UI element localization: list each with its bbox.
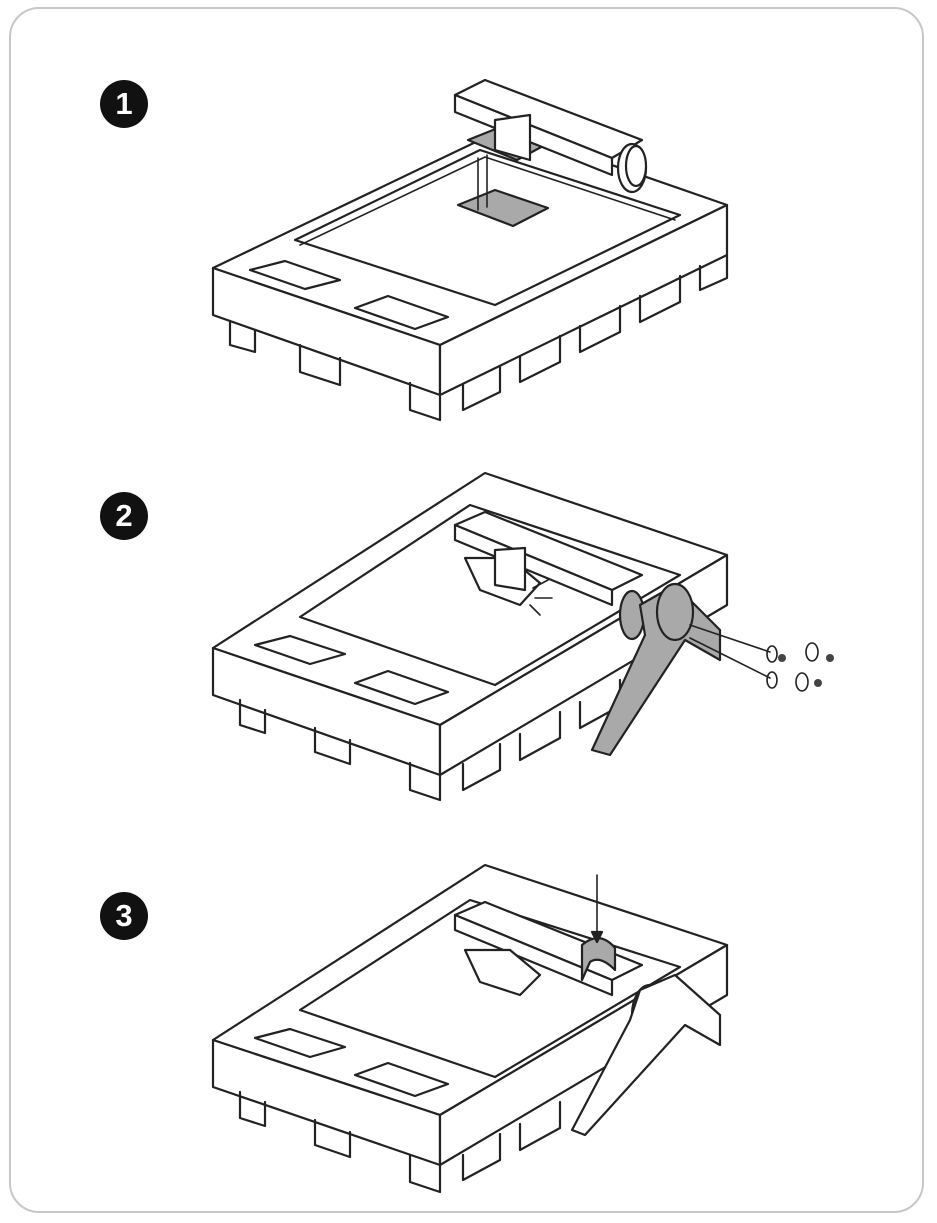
- foam-packing-base: [211, 863, 729, 1194]
- stand-base-highlight: [590, 582, 722, 757]
- screws: [689, 624, 834, 692]
- step-3: 3: [0, 800, 937, 1200]
- step-2-number-badge: 2: [100, 492, 148, 540]
- stand-arm: [453, 78, 648, 194]
- step-2: 2: [0, 390, 937, 802]
- step-1-illustration: [211, 78, 729, 422]
- mount-bracket-highlight: [456, 188, 550, 228]
- stand-arm: [453, 900, 722, 1137]
- step-2-illustration: [211, 471, 834, 802]
- stand-arm: [453, 510, 646, 641]
- step-3-illustration: [211, 863, 729, 1194]
- step-1-number-badge: 1: [100, 80, 148, 128]
- foam-packing-base: [211, 126, 729, 422]
- step-3-number-badge: 3: [100, 892, 148, 940]
- step-1: 1: [0, 0, 937, 422]
- foam-packing-base: [211, 471, 729, 802]
